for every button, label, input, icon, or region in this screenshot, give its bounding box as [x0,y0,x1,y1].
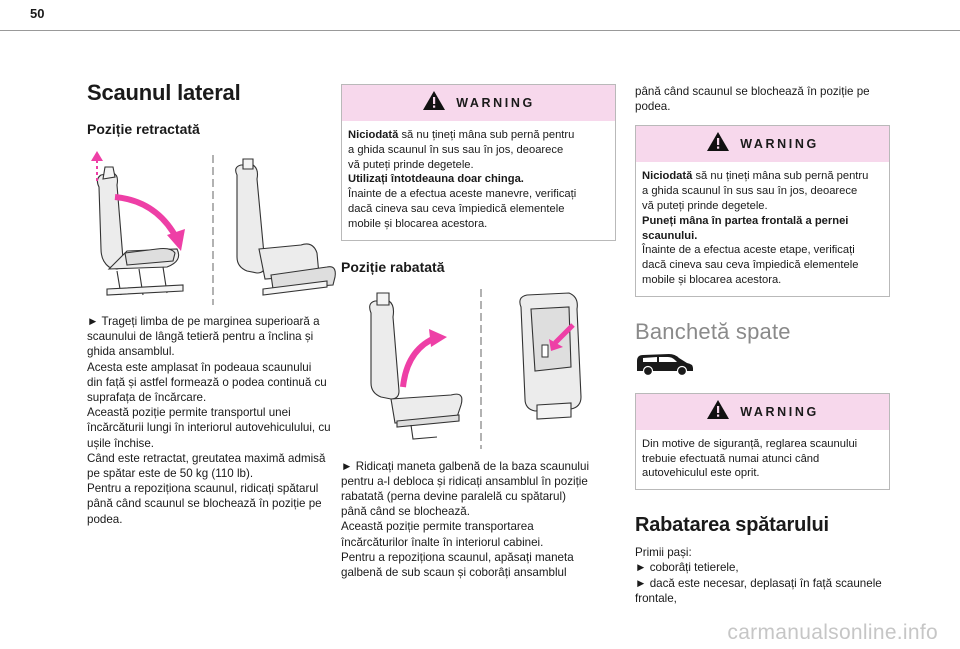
warning-header: WARNING [636,126,889,163]
illustration-folded-seat [341,287,611,452]
warning-text-bold: Puneți mâna în partea frontală a pernei [642,214,849,227]
warning-title: WARNING [740,404,819,419]
warning-title: WARNING [740,137,819,152]
column-middle: WARNING Niciodată să nu țineți mâna sub … [341,84,616,580]
warning-box-1: WARNING Niciodată să nu țineți mâna sub … [341,84,616,241]
header-divider [0,30,960,31]
warning-text-bold: Niciodată [348,129,399,141]
warning-text-line: să nu țineți mâna sub pernă pentru [692,170,869,183]
retracted-instructions: ► Trageți limba de pe marginea superioar… [87,315,331,526]
warning-text-line: Înainte de a efectua aceste etape, verif… [642,244,855,257]
subtitle-folded: Poziție rabatată [341,258,445,275]
warning-text: Niciodată să nu țineți mâna sub pernă pe… [342,121,615,240]
warning-text-line: trebuie efectuată numai atunci când [642,452,820,465]
folded-continued-text: până când scaunul se blochează în poziți… [635,85,870,114]
section-title-rear-bench: Banchetă spate [635,318,791,344]
column-right: până când scaunul se blochează în poziți… [635,84,890,606]
warning-box-3: WARNING Din motive de siguranță, reglare… [635,392,890,491]
warning-text-line: a ghida scaunul în sus sau în jos, deoar… [642,185,858,198]
illustration-retracted-seat [87,149,337,309]
warning-text-line: vă puteți prinde degetele. [348,158,474,171]
section-title-fold-backrest: Rabatarea spătarului [635,514,829,537]
section-title-side-seat: Scaunul lateral [87,80,241,105]
warning-icon [422,90,446,116]
page-number: 50 [30,6,45,21]
warning-header: WARNING [342,85,615,121]
warning-text-bold: scaunului. [642,229,698,242]
warning-text-bold: Niciodată [642,170,693,183]
van-icon [635,351,695,377]
warning-title: WARNING [456,96,535,110]
warning-text-line: mobile și blocarea acestora. [642,273,782,286]
folded-instructions: ► Ridicați maneta galbenă de la baza sca… [341,459,590,579]
fold-backrest-steps: Primii pași: ► coborâți tetierele, ► dac… [635,546,882,605]
warning-icon [706,131,730,157]
warning-text-line: dacă cineva sau ceva împiedică elementel… [348,202,565,215]
warning-text: Niciodată să nu țineți mâna sub pernă pe… [636,162,889,295]
warning-text-line: Din motive de siguranță, reglarea scaunu… [642,437,858,450]
warning-text-line: a ghida scaunul în sus sau în jos, deoar… [348,143,564,156]
warning-text-line: vă puteți prinde degetele. [642,200,768,212]
warning-header: WARNING [636,393,889,430]
warning-box-2: WARNING Niciodată să nu țineți mâna sub … [635,125,890,297]
warning-text-line: să nu țineți mâna sub pernă pentru [398,129,575,141]
warning-text-line: Înainte de a efectua aceste manevre, ver… [348,188,577,201]
column-left: Scaunul lateral Poziție retractată [87,80,337,527]
warning-text-bold: Utilizați întotdeauna doar chinga. [348,173,524,186]
warning-text: Din motive de siguranță, reglarea scaunu… [636,430,889,489]
warning-text-line: mobile și blocarea acestora. [348,217,488,230]
watermark: carmanualsonline.info [727,621,938,644]
subtitle-retracted: Poziție retractată [87,121,200,137]
warning-icon [706,399,730,425]
warning-text-line: autovehiculul este oprit. [642,467,760,480]
warning-text-line: dacă cineva sau ceva împiedică elementel… [642,259,859,272]
